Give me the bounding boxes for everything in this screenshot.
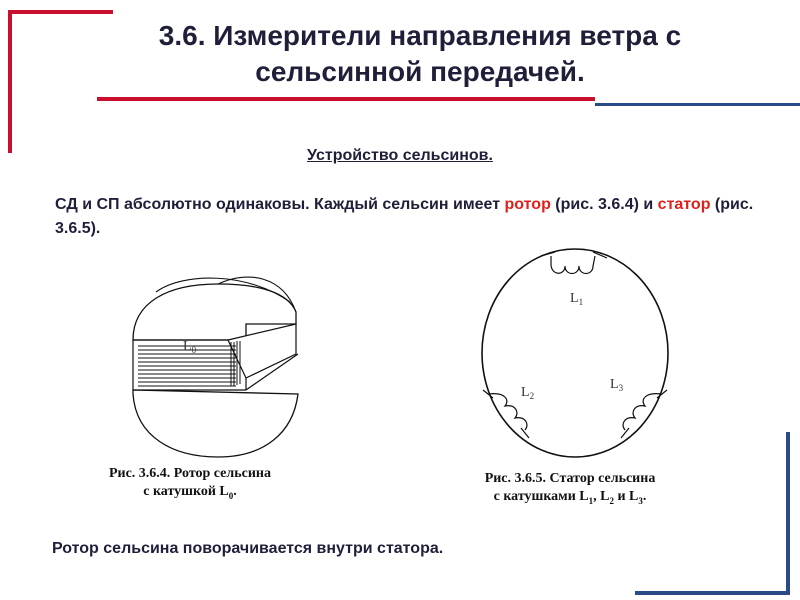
- title-red-underline: [97, 97, 595, 101]
- top-left-red-horizontal-bar: [8, 10, 113, 14]
- intro-text-part-2: (рис. 3.6.4) и: [550, 196, 658, 213]
- title-blue-underline: [595, 103, 800, 106]
- coil-l3-label: L3: [610, 377, 624, 393]
- bottom-right-blue-vertical-bar: [786, 432, 790, 595]
- rotor-caption-line-1: Рис. 3.6.4. Ротор сельсина: [108, 466, 272, 481]
- bottom-right-blue-horizontal-bar: [635, 591, 790, 595]
- intro-text-part-1: СД и СП абсолютно одинаковы. Каждый сель…: [55, 196, 505, 213]
- rotor-caption-line-2: с катушкой L0.: [143, 484, 237, 501]
- slide-title-line-2: сельсинной передачей.: [255, 56, 585, 87]
- rotor-highlight: ротор: [504, 196, 551, 213]
- stator-caption-line-1: Рис. 3.6.5. Статор сельсина: [484, 471, 656, 486]
- stator-caption: Рис. 3.6.5. Статор сельсина с катушками …: [445, 470, 695, 510]
- top-left-red-vertical-bar: [8, 10, 12, 153]
- coil-l1: [540, 251, 608, 275]
- slide-title-line-1: 3.6. Измерители направления ветра с: [158, 20, 682, 51]
- coil-l2: [482, 389, 530, 439]
- intro-paragraph: СД и СП абсолютно одинаковы. Каждый сель…: [55, 193, 755, 241]
- stator-drawing: L1 L2 L3: [481, 248, 669, 458]
- stator-highlight: статор: [657, 196, 711, 213]
- coil-l1-label: L1: [570, 291, 583, 307]
- intro-text-part-3: (рис. 3.6.5).: [55, 196, 754, 237]
- coil-l0-label: L0: [183, 339, 197, 355]
- bottom-statement: Ротор сельсина поворачивается внутри ста…: [52, 540, 444, 557]
- stator-circle: [481, 248, 669, 458]
- stator-caption-line-2: с катушками L1, L2 и L3.: [493, 489, 647, 506]
- section-subtitle: Устройство сельсинов.: [307, 147, 493, 164]
- rotor-drawing: L0: [132, 276, 299, 458]
- coil-l3: [620, 389, 668, 439]
- coil-winding: [138, 345, 236, 387]
- slide-title: 3.6. Измерители направления ветра с сель…: [60, 18, 780, 90]
- coil-l2-label: L2: [521, 385, 534, 401]
- rotor-caption: Рис. 3.6.4. Ротор сельсина с катушкой L0…: [75, 465, 305, 505]
